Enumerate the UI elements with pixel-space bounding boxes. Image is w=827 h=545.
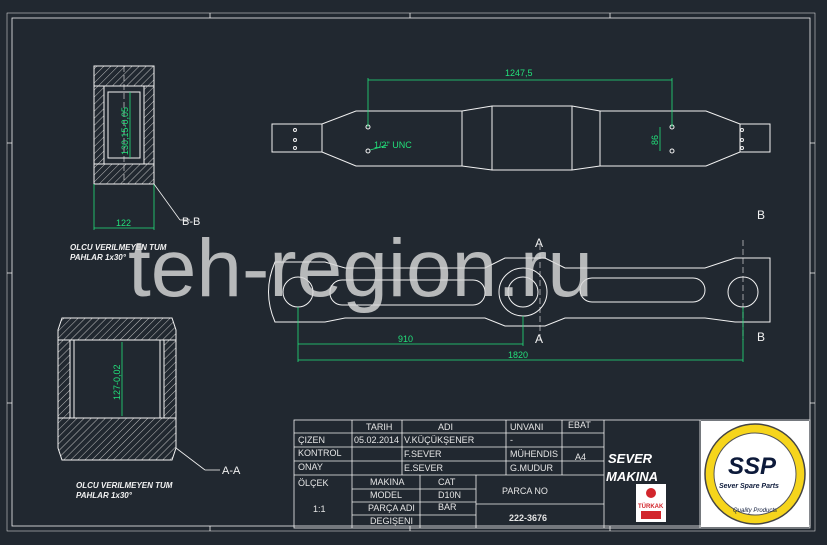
aa-leader [175, 447, 206, 471]
bb-leader [153, 183, 181, 221]
tb-model-value: D10N [438, 490, 461, 500]
note-bottom-line1: OLCU VERILMEYEN TUM [76, 481, 173, 490]
dim-bottom-partial: 910 [398, 334, 413, 344]
dim-top-length: 1247,5 [505, 68, 533, 78]
tb-part-name-label: PARÇA ADI [368, 503, 415, 513]
bb-dimensions [93, 92, 155, 230]
bar-top-view [271, 105, 771, 171]
dim-bb-height: 130,15-0,05 [120, 107, 130, 155]
tb-row2-role: KONTROL [298, 448, 342, 458]
title-block [293, 419, 811, 529]
dim-thread: 1/2" UNC [374, 140, 412, 150]
tb-machine-value: CAT [438, 477, 456, 487]
tb-row3-title: G.MUDUR [510, 463, 553, 473]
tb-row2-title: MÜHENDIS [510, 449, 558, 459]
tb-header-size: EBAT [568, 420, 591, 430]
tb-row3-name: E.SEVER [404, 463, 444, 473]
logo-tagline: Quality Products [733, 508, 777, 514]
tb-size-value: A4 [575, 452, 586, 462]
mark-b-top: B [757, 208, 765, 222]
top-view-dimensions [367, 78, 673, 151]
section-bb-label: B-B [182, 216, 200, 228]
dim-aa-height: 127-0,02 [112, 364, 122, 400]
tb-row1-name: V.KÜÇÜKŞENER [404, 435, 475, 445]
mark-a-top: A [535, 236, 543, 250]
mark-b-bottom: B [757, 330, 765, 344]
logo-subtitle: Sever Spare Parts [719, 483, 779, 490]
tb-header-title: UNVANI [510, 422, 543, 432]
note-top-line1: OLCU VERILMEYEN TUM [70, 243, 167, 252]
section-aa [57, 317, 177, 461]
watermark: teh-region.ru [128, 223, 593, 314]
company-name-line2: MAKINA [606, 469, 658, 484]
dim-bottom-total: 1820 [508, 350, 528, 360]
front-view-dimensions [297, 307, 744, 362]
tb-part-no-value: 222-3676 [509, 513, 547, 523]
section-bb [93, 65, 155, 185]
section-aa-label: A-A [222, 465, 241, 477]
drawing-frame [6, 12, 816, 532]
tb-machine-label: MAKINA [370, 477, 405, 487]
tb-part-name-value: BAR [438, 502, 457, 512]
tb-scale-label: ÖLÇEK [298, 478, 329, 488]
tb-revision-label: DEGIŞENI [370, 516, 413, 526]
mark-a-bottom: A [535, 332, 543, 346]
tb-row1-date: 05.02.2014 [354, 435, 399, 445]
ssp-logo: SSP Sever Spare Parts Quality Products [701, 421, 809, 527]
company-name-line1: SEVER [608, 451, 653, 466]
tb-row1-title: - [510, 435, 513, 445]
note-bottom-line2: PAHLAR 1x30° [76, 491, 133, 500]
tb-part-no-label: PARCA NO [502, 486, 548, 496]
logo-text: SSP [728, 453, 777, 480]
tb-row3-role: ONAY [298, 462, 323, 472]
dim-top-height: 86 [650, 135, 660, 145]
tb-row2-name: F.SEVER [404, 449, 442, 459]
tb-model-label: MODEL [370, 490, 402, 500]
turkak-label: TÜRKAK [638, 503, 664, 510]
tb-scale-value: 1:1 [313, 504, 326, 514]
dim-bb-width: 122 [116, 218, 131, 228]
note-top-line2: PAHLAR 1x30° [70, 253, 127, 262]
turkak-cert-mark: TÜRKAK [636, 484, 666, 522]
tb-row1-role: ÇIZEN [298, 435, 325, 445]
tb-header-name: ADI [438, 422, 453, 432]
tb-header-date: TARIH [366, 422, 392, 432]
